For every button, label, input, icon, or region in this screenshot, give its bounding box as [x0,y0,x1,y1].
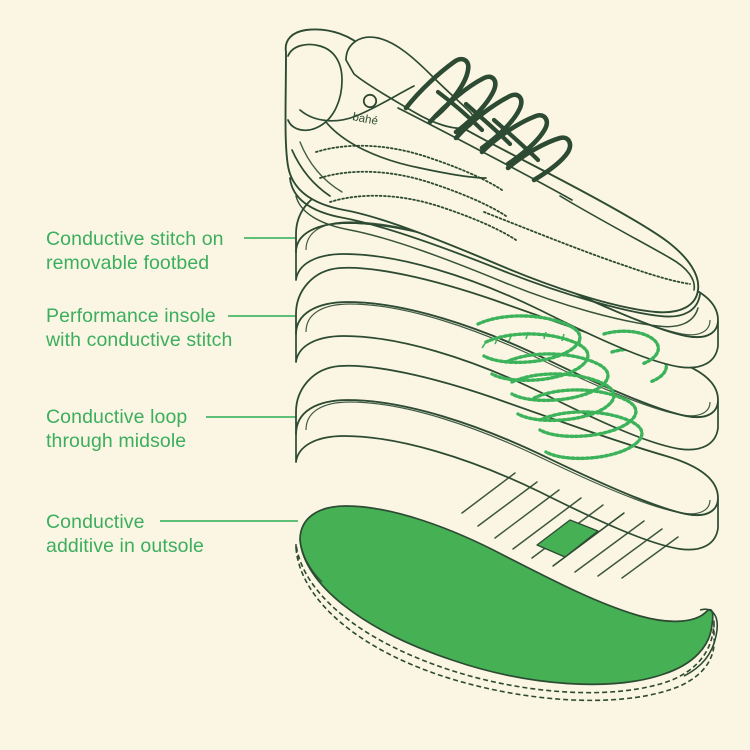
upper-rand-inner [295,195,699,328]
upper-lace-crossings [435,89,541,163]
footbed-conductive-stitch [476,314,660,439]
outsole-tread-teeth [295,543,716,702]
midsole-patch-groove [552,512,625,567]
upper-toe-box [559,195,696,291]
upper-vamp-line [325,121,487,179]
insole-top-face [295,266,719,418]
layer-outsole [295,505,718,702]
upper-tongue [345,36,475,130]
outsole-body [299,505,714,686]
midsole-conductive-patch [536,519,599,558]
insole-stitch-teeth [481,331,581,349]
callout-conductive-loop-midsole: Conductive loop through midsole [46,406,188,452]
insole-inner-rim [305,303,711,417]
upper-rand-outer [289,177,701,318]
midsole-top-face [295,364,719,516]
callout-performance-insole: Performance insole with conductive stitc… [46,305,233,351]
brand-logo: bahé [351,93,379,128]
midsole-inner-rim [305,401,711,515]
upper-eyestay [397,107,573,201]
layer-insole [295,266,719,461]
upper-heel-counter-2 [299,141,343,193]
callout-conductive-stitch-footbed: Conductive stitch on removable footbed [46,228,224,274]
upper-stitch-lines [315,144,691,285]
upper-heel-counter [291,149,331,197]
logo-wordmark: bahé [351,111,378,128]
layer-midsole [295,364,719,579]
upper-heel-collar [287,43,343,132]
outsole-heel-curl [683,608,718,677]
callout-conductive-additive-outsole: Conductive additive in outsole [46,511,205,557]
outsole-toe-edge [299,539,323,583]
logo-circle-icon [362,93,378,109]
layer-shoe-upper: bahé [284,28,701,328]
upper-throat-line [299,85,415,122]
